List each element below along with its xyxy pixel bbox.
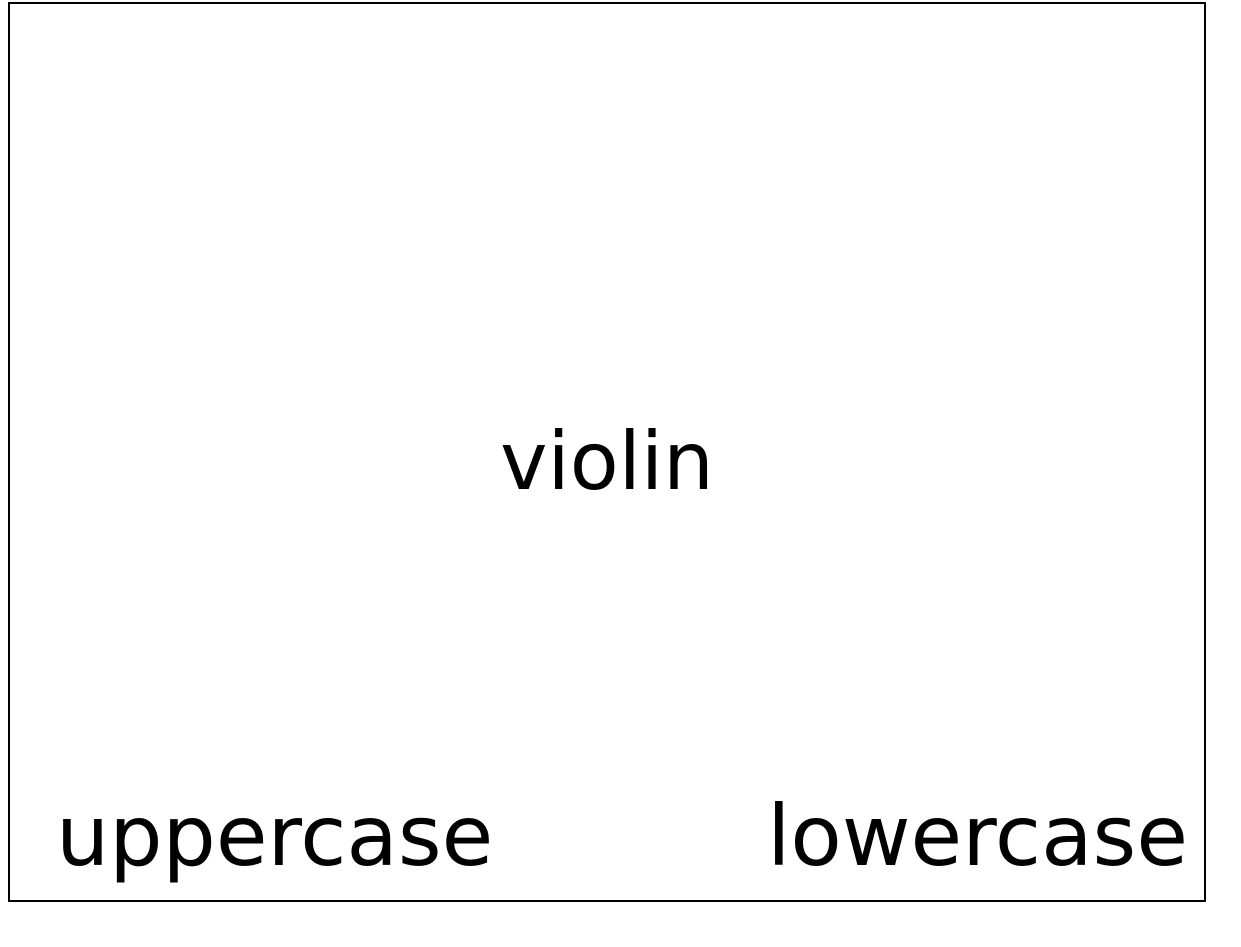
left-response-label: uppercase bbox=[56, 787, 494, 885]
task-frame: violin uppercase lowercase bbox=[8, 2, 1206, 902]
stimulus-word: violin bbox=[500, 415, 714, 508]
right-response-label: lowercase bbox=[767, 787, 1188, 885]
